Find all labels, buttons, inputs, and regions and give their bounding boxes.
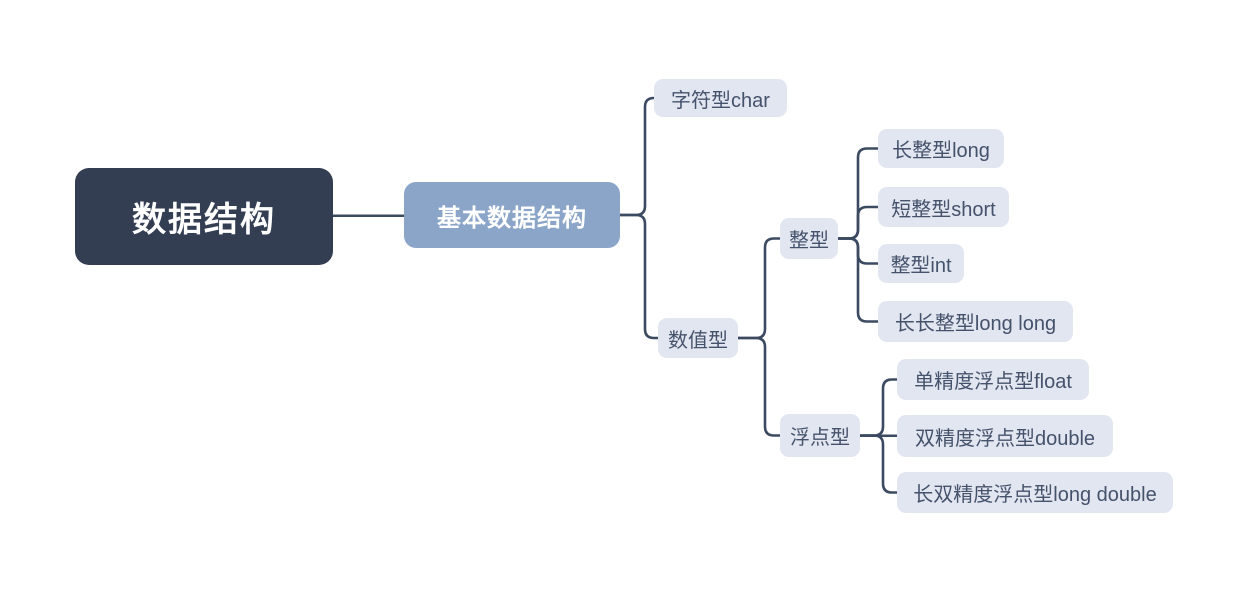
node-basic[interactable]: 基本数据结构	[404, 182, 620, 248]
node-integer[interactable]: 整型	[780, 218, 838, 259]
connector-floating-longdouble	[858, 434, 899, 494]
connector-numeric-integer	[736, 237, 782, 340]
node-char[interactable]: 字符型char	[654, 79, 787, 117]
node-long[interactable]: 长整型long	[878, 129, 1004, 168]
connector-integer-short	[836, 205, 880, 240]
node-int[interactable]: 整型int	[878, 244, 964, 283]
node-float[interactable]: 单精度浮点型float	[897, 359, 1089, 400]
node-numeric[interactable]: 数值型	[658, 318, 738, 358]
connector-floating-float	[858, 378, 899, 437]
node-short[interactable]: 短整型short	[878, 187, 1009, 227]
node-double[interactable]: 双精度浮点型double	[897, 415, 1113, 457]
node-floating[interactable]: 浮点型	[780, 414, 860, 457]
connector-basic-char	[618, 96, 656, 217]
connector-integer-int	[836, 237, 880, 265]
connector-integer-longlong	[836, 237, 880, 323]
node-longdouble[interactable]: 长双精度浮点型long double	[897, 472, 1173, 513]
connector-basic-numeric	[618, 213, 660, 340]
connector-integer-long	[836, 147, 880, 240]
node-longlong[interactable]: 长长整型long long	[878, 301, 1073, 342]
node-root[interactable]: 数据结构	[75, 168, 333, 265]
connector-numeric-floating	[736, 336, 782, 437]
